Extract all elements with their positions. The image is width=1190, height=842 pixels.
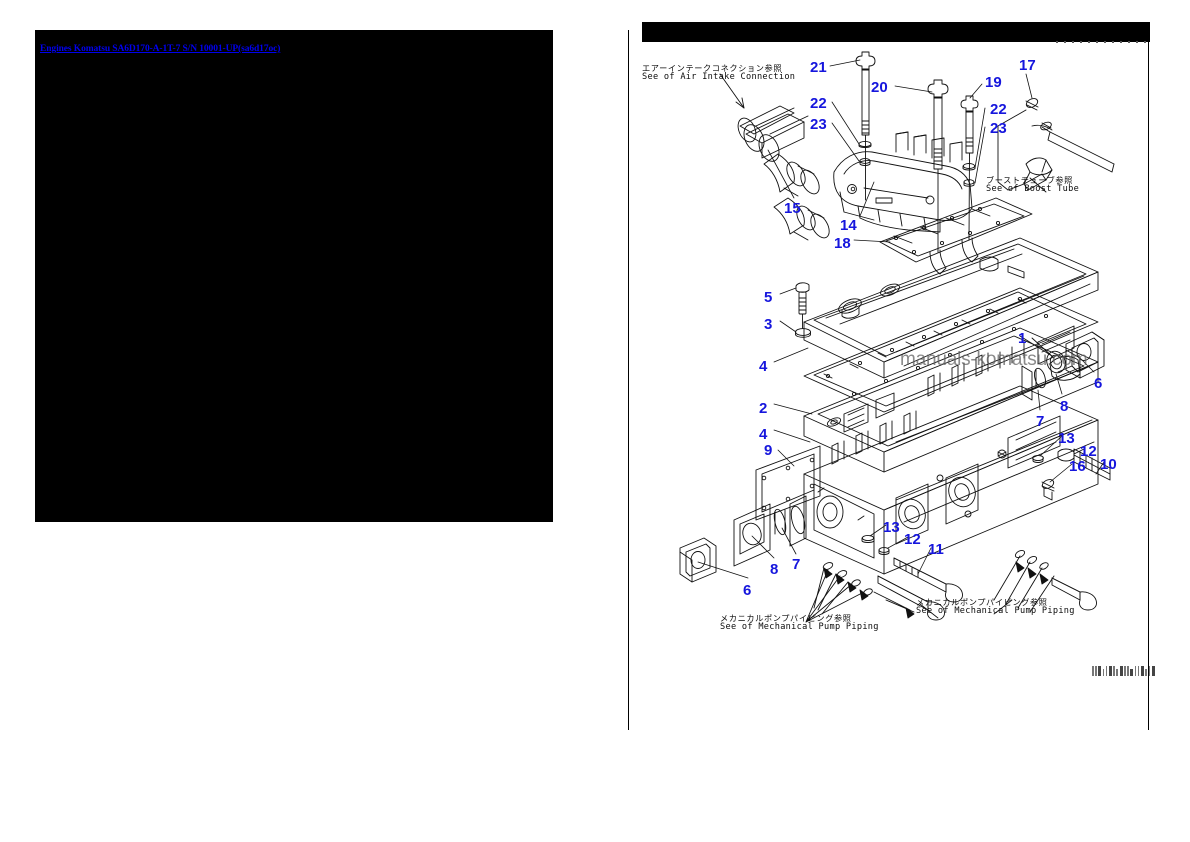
callout-number-6: 6	[1094, 375, 1103, 392]
callout-number-2: 2	[759, 400, 768, 417]
note-mechanical-pump-piping-right-jp: メカニカルポンプパイピング参照	[916, 597, 1048, 607]
exploded-parts-illustration	[679, 51, 1115, 623]
callout-number-20: 20	[871, 79, 888, 96]
callout-number-12: 12	[904, 531, 921, 548]
catalog-thumbnail-panel: Engines Komatsu SA6D170-A-1T-7 S/N 10001…	[35, 30, 553, 522]
callout-number-1: 1	[1018, 330, 1027, 347]
callout-number-23: 23	[810, 116, 827, 133]
callout-number-22: 22	[990, 101, 1007, 118]
note-boost-tube: ブーストチューブ参照 See of Boost Tube	[986, 175, 1080, 195]
callout-number-4: 4	[759, 358, 768, 375]
callout-number-7: 7	[1036, 413, 1045, 430]
callout-number-12: 12	[1080, 443, 1097, 460]
note-air-intake-connection-jp: エアーインテークコネクション参照	[642, 63, 783, 73]
note-mechanical-pump-piping-left: メカニカルポンプパイピング参照 See of Mechanical Pump P…	[720, 613, 879, 633]
page-code-barcode	[1092, 666, 1155, 676]
callout-number-17: 17	[1019, 57, 1036, 74]
callout-number-13: 13	[1058, 430, 1075, 447]
page-border-right	[1148, 30, 1150, 730]
callout-number-6: 6	[743, 582, 752, 599]
note-air-intake-connection-en: See of Air Intake Connection	[642, 72, 796, 83]
callout-number-14: 14	[840, 217, 857, 234]
note-boost-tube-en: See of Boost Tube	[986, 184, 1080, 195]
callout-number-21: 21	[810, 59, 827, 76]
callout-number-16: 16	[1069, 458, 1086, 475]
callout-number-19: 19	[985, 74, 1002, 91]
callout-number-8: 8	[1060, 398, 1069, 415]
header-dotted-rule	[1056, 41, 1148, 43]
note-mechanical-pump-piping-left-en: See of Mechanical Pump Piping	[720, 622, 879, 633]
note-mechanical-pump-piping-left-jp: メカニカルポンプパイピング参照	[720, 613, 852, 623]
callout-number-11: 11	[928, 541, 944, 558]
callout-number-4: 4	[759, 426, 768, 443]
note-air-intake-connection: エアーインテークコネクション参照 See of Air Intake Conne…	[642, 63, 796, 83]
parts-diagram-panel: manuals-komatsu.com エアーインテークコネクション参照 See…	[628, 22, 1155, 730]
catalog-title-link[interactable]: Engines Komatsu SA6D170-A-1T-7 S/N 10001…	[40, 44, 281, 54]
note-mechanical-pump-piping-right: メカニカルポンプパイピング参照 See of Mechanical Pump P…	[916, 597, 1075, 617]
callout-number-3: 3	[764, 316, 773, 333]
callout-number-7: 7	[792, 556, 801, 573]
note-boost-tube-jp: ブーストチューブ参照	[986, 175, 1073, 185]
callout-number-10: 10	[1100, 456, 1117, 473]
callout-number-18: 18	[834, 235, 851, 252]
callout-number-5: 5	[764, 289, 773, 306]
page-header-bar	[642, 22, 1150, 42]
callout-number-13: 13	[883, 519, 900, 536]
callout-number-8: 8	[770, 561, 779, 578]
callout-number-9: 9	[764, 442, 773, 459]
page-border-left	[628, 30, 630, 730]
callout-number-22: 22	[810, 95, 827, 112]
callout-number-15: 15	[784, 200, 801, 217]
note-mechanical-pump-piping-right-en: See of Mechanical Pump Piping	[916, 606, 1075, 617]
callout-number-23: 23	[990, 120, 1007, 137]
